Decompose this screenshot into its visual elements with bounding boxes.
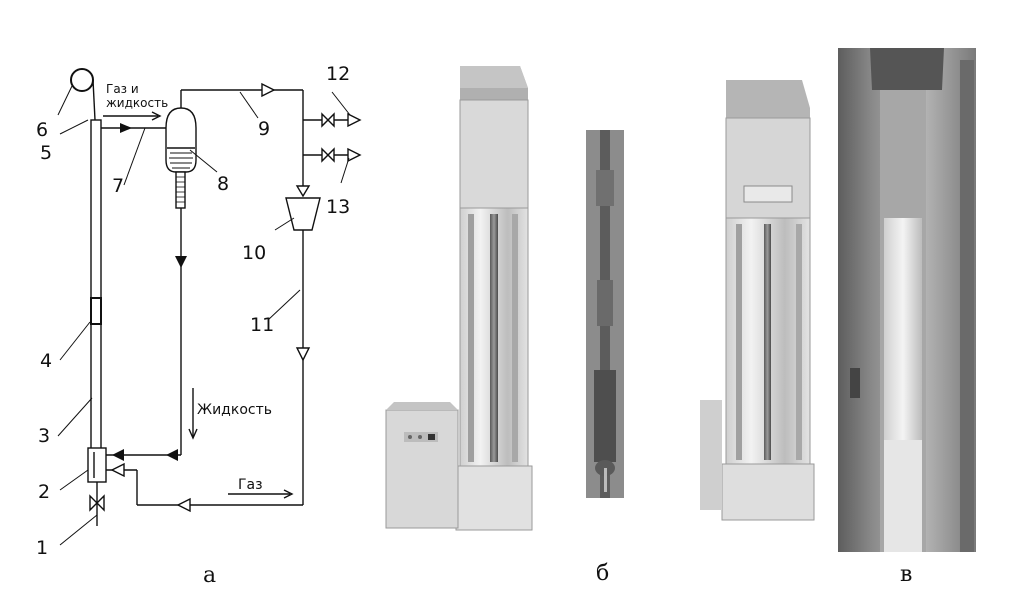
label-gas-liquid-1: Газ и bbox=[106, 82, 139, 96]
flow-labels: Газ и жидкость Жидкость Газ bbox=[106, 82, 272, 493]
part-number-9: 9 bbox=[258, 118, 270, 140]
part-number-1: 1 bbox=[36, 537, 48, 559]
part-number-10: 10 bbox=[242, 242, 266, 264]
label-gas: Газ bbox=[238, 477, 263, 493]
caption-b: б bbox=[596, 561, 609, 586]
separator-vessel bbox=[165, 107, 197, 173]
part-number-3: 3 bbox=[38, 425, 50, 447]
part-number-5: 5 bbox=[40, 142, 52, 164]
part-number-7: 7 bbox=[112, 175, 124, 197]
part-number-13: 13 bbox=[326, 196, 350, 218]
schematic-panel bbox=[57, 68, 362, 546]
rig-photo-front bbox=[385, 66, 533, 531]
part-number-2: 2 bbox=[38, 481, 50, 503]
part-number-6: 6 bbox=[36, 119, 48, 141]
probe-photo bbox=[586, 130, 624, 498]
panel-captions: а б в bbox=[203, 561, 912, 588]
column-tube bbox=[90, 119, 102, 451]
sensor-insert bbox=[90, 297, 102, 325]
part-number-4: 4 bbox=[40, 350, 52, 372]
caption-v: в bbox=[900, 562, 912, 587]
part-numbers: 1 2 3 4 5 6 7 8 9 10 11 12 13 bbox=[36, 63, 350, 559]
column-bubble-photo bbox=[838, 48, 976, 552]
pulley bbox=[70, 68, 94, 92]
rig-photo-side bbox=[700, 80, 815, 521]
part-number-8: 8 bbox=[217, 173, 229, 195]
label-gas-liquid-2: жидкость bbox=[106, 96, 168, 110]
compressor bbox=[285, 197, 321, 231]
part-number-12: 12 bbox=[326, 63, 350, 85]
caption-a: а bbox=[203, 563, 216, 588]
label-liquid: Жидкость bbox=[197, 402, 272, 418]
bottom-valve bbox=[89, 494, 105, 512]
bottom-chamber bbox=[87, 447, 107, 483]
part-number-11: 11 bbox=[250, 314, 274, 336]
